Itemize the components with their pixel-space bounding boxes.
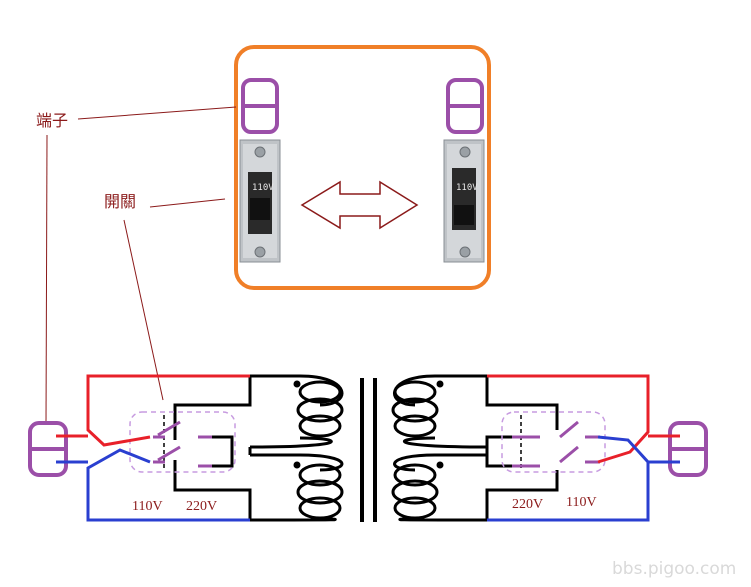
switch-leader-top bbox=[149, 198, 226, 208]
left-220v-label: 220V bbox=[186, 499, 217, 514]
transformer bbox=[249, 374, 488, 522]
left-upper-winding bbox=[249, 374, 344, 449]
right-lower-winding bbox=[391, 453, 488, 522]
terminal-connector-icon bbox=[648, 421, 708, 477]
terminal-label: 端子 bbox=[36, 111, 68, 130]
switch-marking: 110V bbox=[456, 183, 478, 193]
switch-orientation-panel: 110V 110V bbox=[234, 45, 491, 290]
annotations: 端子 開關 bbox=[36, 106, 237, 426]
slide-switch-icon: 110V bbox=[239, 139, 281, 263]
terminal-leader-bottom bbox=[45, 134, 48, 426]
right-upper-winding bbox=[391, 374, 488, 449]
switch-dashed-box bbox=[129, 411, 236, 473]
left-switch-circuit: 110V 220V bbox=[28, 374, 252, 522]
right-110v-label: 110V bbox=[566, 495, 597, 510]
switch-dashed-box bbox=[501, 411, 606, 473]
neutral-wire bbox=[86, 448, 250, 522]
terminal-connector-icon bbox=[28, 421, 88, 477]
switch-marking: 110V bbox=[252, 183, 274, 193]
left-lower-winding bbox=[249, 453, 344, 522]
double-arrow-icon bbox=[300, 180, 419, 230]
watermark: bbs.pigoo.com bbox=[612, 559, 736, 579]
terminal-connector-icon bbox=[446, 78, 484, 134]
right-switch-circuit: 220V 110V bbox=[485, 374, 708, 522]
terminal-connector-icon bbox=[241, 78, 279, 134]
left-110v-label: 110V bbox=[132, 499, 163, 514]
hot-wire bbox=[487, 374, 650, 464]
switch-label: 開關 bbox=[104, 192, 136, 211]
slide-switch-icon: 110V bbox=[443, 139, 485, 263]
hot-wire bbox=[86, 374, 250, 447]
orange-frame bbox=[234, 45, 491, 290]
switch-leader-bottom bbox=[123, 219, 164, 401]
right-220v-label: 220V bbox=[512, 497, 543, 512]
terminal-leader-top bbox=[77, 106, 237, 120]
